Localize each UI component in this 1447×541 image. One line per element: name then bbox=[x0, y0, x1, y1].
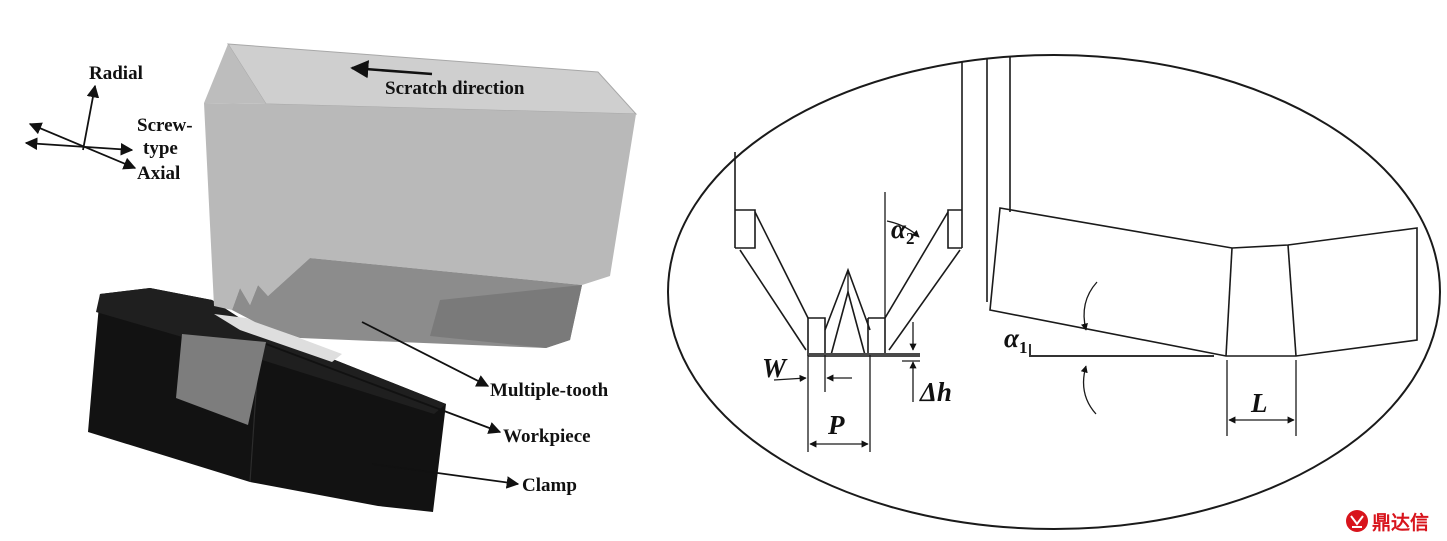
tooth-profile bbox=[734, 62, 963, 357]
tool-front-face bbox=[204, 103, 636, 310]
clamp-label: Clamp bbox=[522, 475, 577, 496]
block-divider-2 bbox=[1287, 244, 1297, 357]
left-tooth-tip bbox=[807, 317, 826, 356]
multiple-tooth-leader bbox=[361, 321, 490, 387]
watermark-text: 鼎达信 bbox=[1372, 511, 1429, 534]
right-flank-inner bbox=[888, 249, 961, 351]
radial-axis-arrow bbox=[82, 84, 100, 151]
alpha2-angle-arc bbox=[886, 220, 920, 238]
scratch-direction-arrow bbox=[350, 60, 433, 79]
height-difference-label: Δh bbox=[919, 377, 952, 407]
radial-label: Radial bbox=[89, 63, 143, 84]
block-divider-1 bbox=[1225, 247, 1233, 357]
right-tooth-tip bbox=[867, 317, 886, 356]
multiple-tooth-shadow-face bbox=[430, 285, 582, 348]
axial-label: Axial bbox=[137, 163, 180, 184]
workpiece-leader bbox=[265, 343, 502, 434]
tool-workpiece-gap-strip bbox=[214, 314, 342, 362]
w-arrow-left bbox=[773, 374, 807, 382]
tool-left-bevel bbox=[204, 44, 266, 104]
pitch-label: P bbox=[827, 410, 845, 440]
alpha2-label: α2 bbox=[891, 214, 914, 248]
multiple-tooth-label: Multiple-tooth bbox=[490, 380, 609, 401]
watermark-logo-icon bbox=[1346, 510, 1368, 532]
clamp-body bbox=[88, 288, 446, 512]
detail-ellipse-frame bbox=[667, 54, 1441, 530]
left-flank-inner bbox=[739, 249, 807, 351]
tilted-tooth-block bbox=[989, 207, 1418, 357]
screw-type-axis-arrow bbox=[24, 137, 134, 156]
alpha1-symbol: α bbox=[1004, 323, 1020, 353]
axes-indicator: Radial Screw- type Axial bbox=[24, 63, 193, 184]
tooth-width-label: W bbox=[762, 353, 788, 383]
right-flank-outer bbox=[884, 211, 949, 319]
scratch-direction-label: Scratch direction bbox=[385, 78, 525, 99]
workpiece-slab bbox=[176, 334, 266, 425]
screw-type-label-line1: Screw- bbox=[137, 115, 193, 136]
alpha2-symbol: α bbox=[891, 214, 907, 244]
height-difference-text: Δh bbox=[919, 377, 952, 407]
alpha1-reference-line bbox=[1029, 344, 1214, 357]
screw-type-label-line2: type bbox=[143, 138, 178, 159]
profile-right-step bbox=[947, 209, 962, 249]
clamp-top-face bbox=[96, 288, 446, 414]
tool-side-view bbox=[986, 57, 1418, 357]
watermark-logo-mark bbox=[1350, 515, 1364, 528]
left-flank-outer bbox=[754, 211, 809, 319]
alpha1-arc-lower bbox=[1080, 365, 1097, 415]
alpha1-subscript: 1 bbox=[1019, 338, 1028, 357]
alpha1-label: α1 bbox=[1004, 323, 1027, 357]
right-detail-view: α2 W P Δh α1 L bbox=[667, 54, 1441, 530]
alpha2-subscript: 2 bbox=[906, 229, 915, 248]
left-3d-model: Radial Screw- type Axial Scratch directi… bbox=[24, 43, 638, 512]
profile-left-step bbox=[735, 209, 756, 249]
alpha1-arc-upper bbox=[1080, 281, 1098, 331]
length-label: L bbox=[1250, 388, 1268, 418]
workpiece-label: Workpiece bbox=[503, 426, 591, 447]
clamp-leader bbox=[371, 463, 520, 489]
watermark: 鼎达信 bbox=[1346, 510, 1429, 534]
